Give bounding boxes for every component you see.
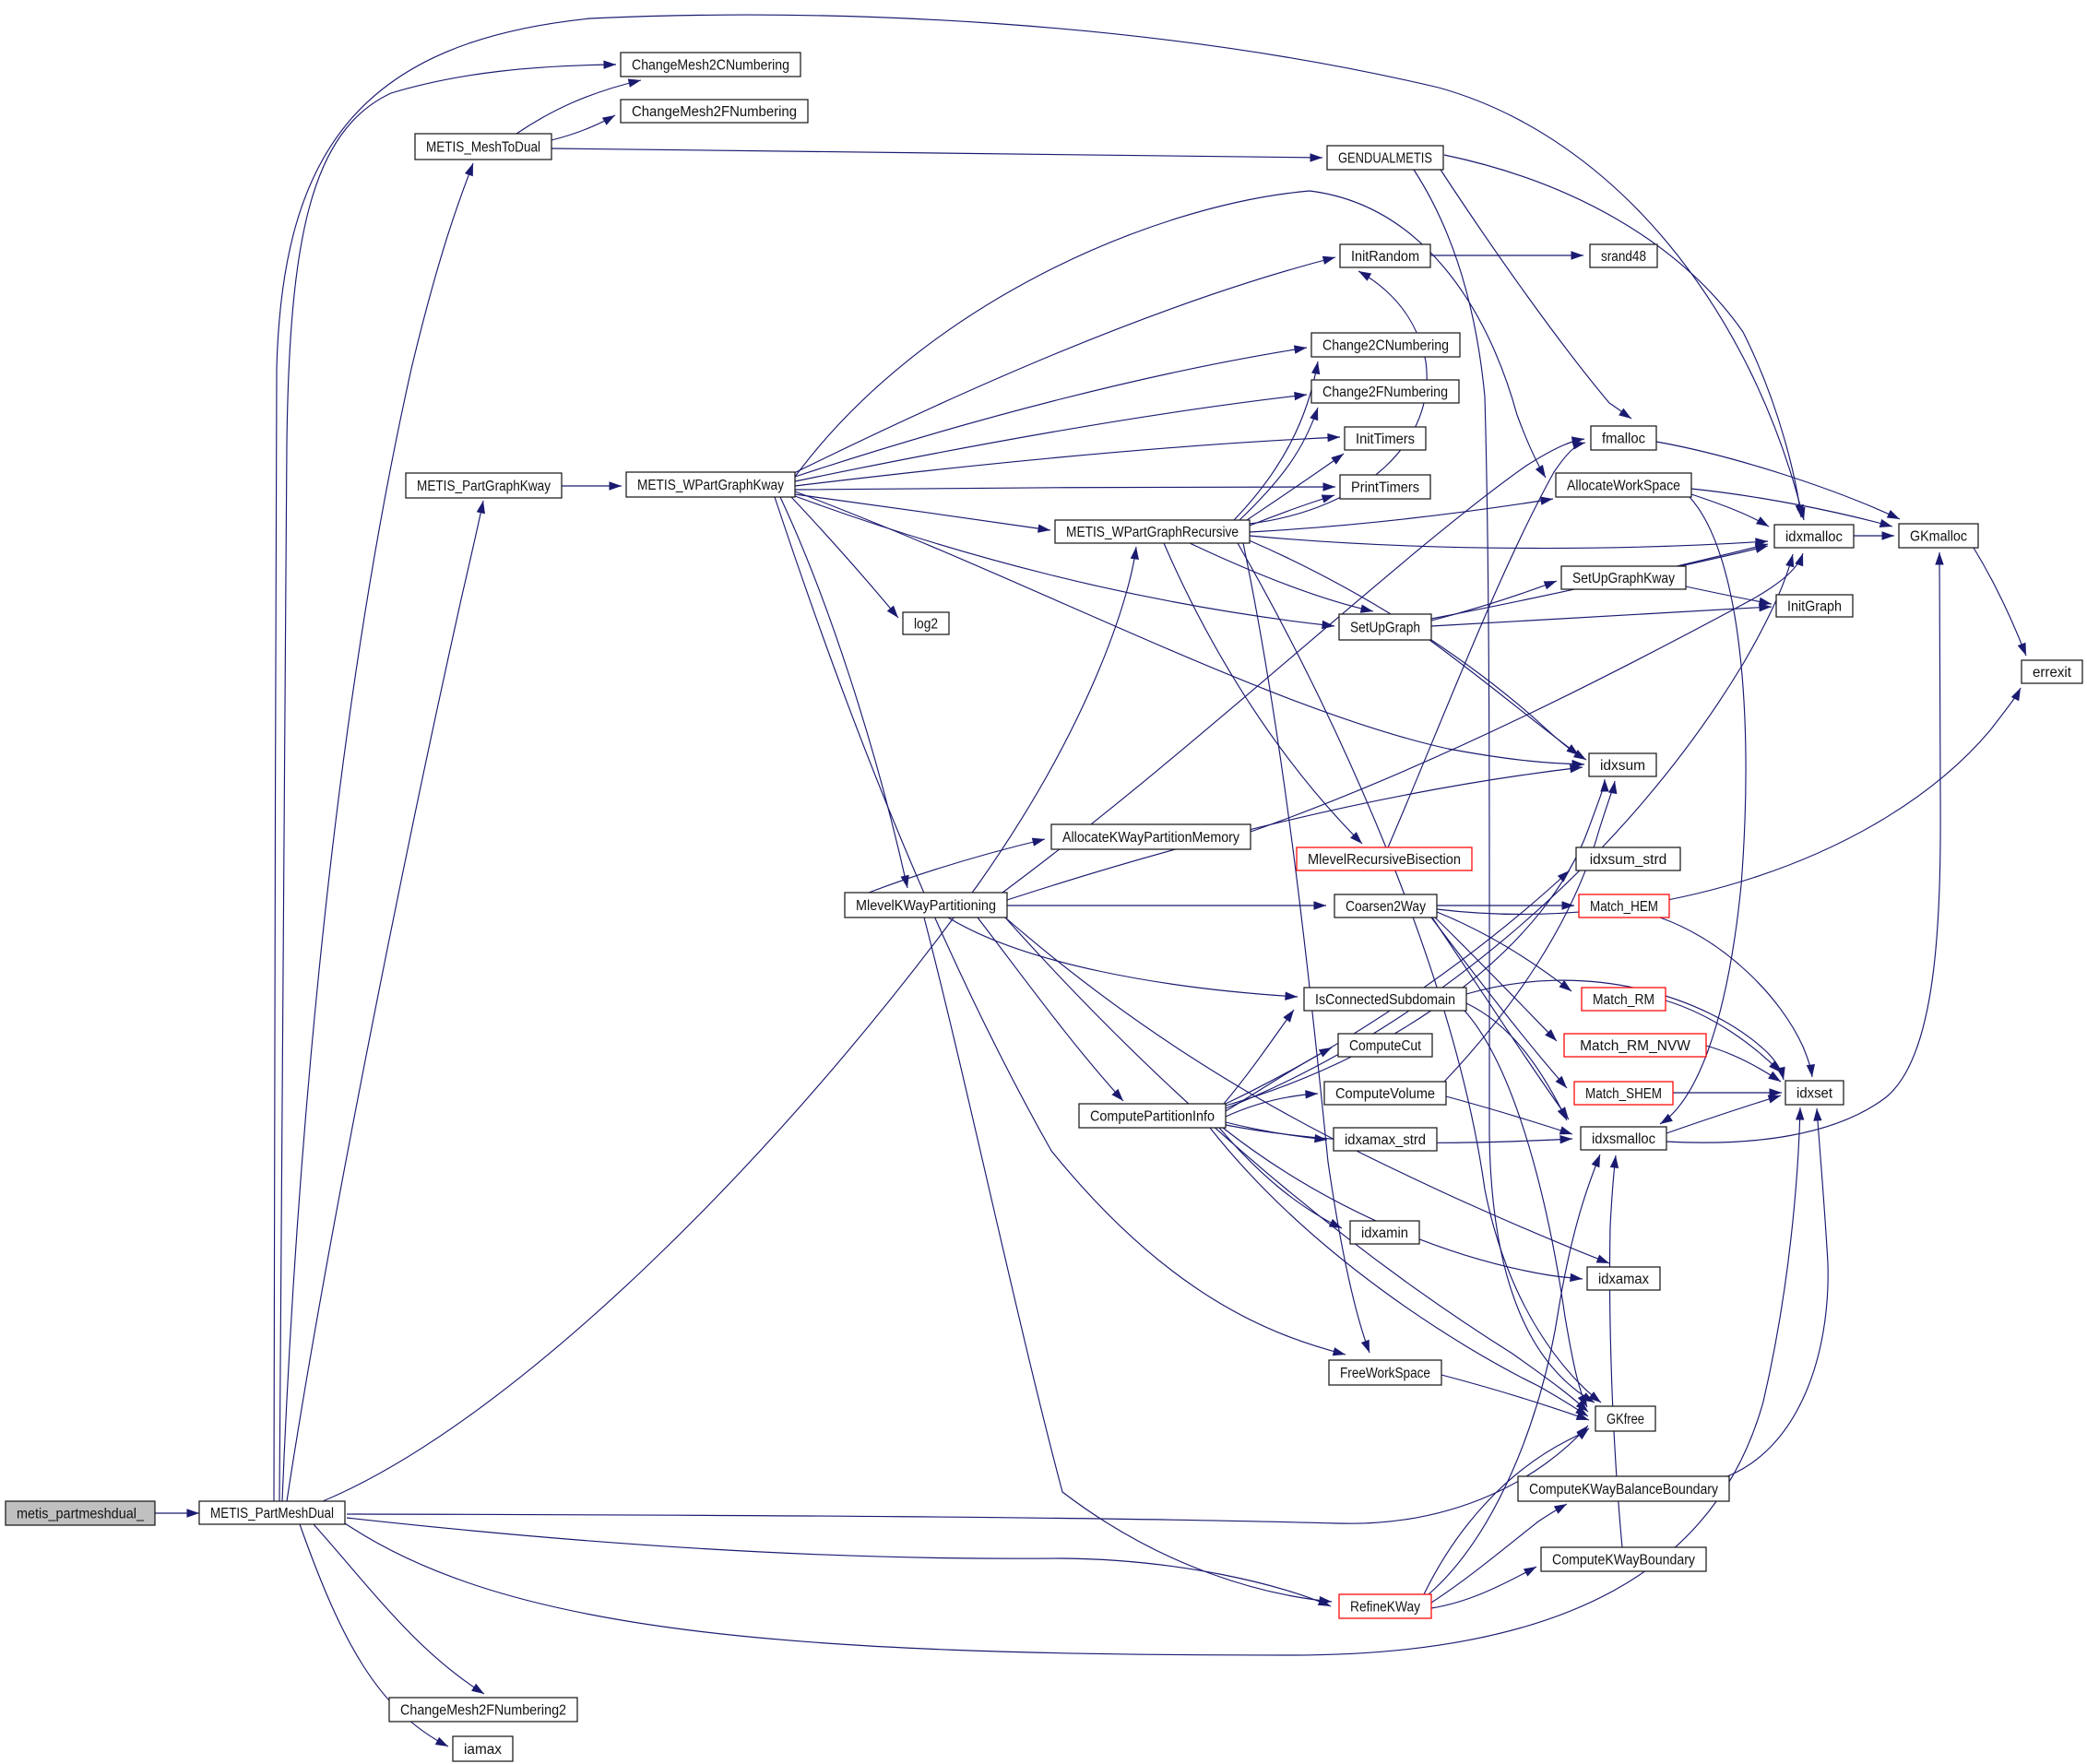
svg-text:Match_HEM: Match_HEM [1590,899,1658,915]
svg-text:idxmalloc: idxmalloc [1785,529,1843,545]
svg-text:idxamax: idxamax [1598,1272,1649,1287]
svg-text:Match_SHEM: Match_SHEM [1585,1086,1662,1102]
svg-text:Coarsen2Way: Coarsen2Way [1346,899,1426,915]
svg-text:Change2CNumbering: Change2CNumbering [1322,337,1449,353]
svg-text:metis_partmeshdual_: metis_partmeshdual_ [17,1506,144,1521]
svg-text:PrintTimers: PrintTimers [1351,479,1419,495]
svg-text:idxsum_strd: idxsum_strd [1590,852,1667,868]
svg-text:ComputeKWayBalanceBoundary: ComputeKWayBalanceBoundary [1529,1482,1718,1498]
svg-text:idxset: idxset [1796,1085,1833,1101]
svg-text:METIS_WPartGraphKway: METIS_WPartGraphKway [637,478,784,493]
svg-text:InitRandom: InitRandom [1351,249,1419,265]
svg-text:METIS_PartGraphKway: METIS_PartGraphKway [417,479,551,494]
svg-text:GKfree: GKfree [1607,1412,1644,1427]
svg-text:METIS_WPartGraphRecursive: METIS_WPartGraphRecursive [1066,525,1239,540]
svg-text:FreeWorkSpace: FreeWorkSpace [1340,1366,1430,1381]
svg-text:errexit: errexit [2033,665,2072,681]
svg-text:IsConnectedSubdomain: IsConnectedSubdomain [1315,992,1455,1008]
svg-text:InitTimers: InitTimers [1356,432,1415,447]
svg-text:ComputeKWayBoundary: ComputeKWayBoundary [1552,1552,1695,1568]
svg-text:GKmalloc: GKmalloc [1910,528,1967,544]
svg-text:idxsmalloc: idxsmalloc [1592,1131,1655,1147]
svg-text:ComputeCut: ComputeCut [1349,1038,1422,1054]
svg-text:ChangeMesh2CNumbering: ChangeMesh2CNumbering [632,57,789,73]
svg-text:InitGraph: InitGraph [1787,598,1842,614]
svg-text:fmalloc: fmalloc [1602,431,1645,446]
svg-text:ChangeMesh2FNumbering2: ChangeMesh2FNumbering2 [400,1702,566,1718]
svg-text:MlevelRecursiveBisection: MlevelRecursiveBisection [1308,852,1461,868]
svg-text:log2: log2 [914,616,938,632]
svg-text:ComputeVolume: ComputeVolume [1335,1086,1435,1102]
svg-text:SetUpGraph: SetUpGraph [1350,620,1420,635]
svg-text:AllocateKWayPartitionMemory: AllocateKWayPartitionMemory [1062,830,1239,846]
svg-text:idxamax_strd: idxamax_strd [1345,1132,1426,1148]
svg-text:RefineKWay: RefineKWay [1350,1599,1420,1615]
svg-text:GENDUALMETIS: GENDUALMETIS [1338,150,1432,166]
svg-text:METIS_PartMeshDual: METIS_PartMeshDual [210,1506,334,1521]
svg-text:MlevelKWayPartitioning: MlevelKWayPartitioning [856,898,996,914]
svg-text:Change2FNumbering: Change2FNumbering [1322,385,1448,400]
svg-text:iamax: iamax [464,1742,502,1758]
svg-text:ComputePartitionInfo: ComputePartitionInfo [1090,1108,1215,1124]
svg-text:SetUpGraphKway: SetUpGraphKway [1572,571,1675,586]
svg-text:METIS_MeshToDual: METIS_MeshToDual [426,139,540,155]
svg-text:srand48: srand48 [1601,249,1646,265]
svg-text:AllocateWorkSpace: AllocateWorkSpace [1567,478,1680,493]
svg-text:Match_RM: Match_RM [1593,992,1654,1008]
svg-text:ChangeMesh2FNumbering: ChangeMesh2FNumbering [632,104,797,120]
svg-text:Match_RM_NVW: Match_RM_NVW [1580,1038,1690,1054]
svg-text:idxamin: idxamin [1361,1225,1408,1241]
svg-text:idxsum: idxsum [1600,758,1645,774]
